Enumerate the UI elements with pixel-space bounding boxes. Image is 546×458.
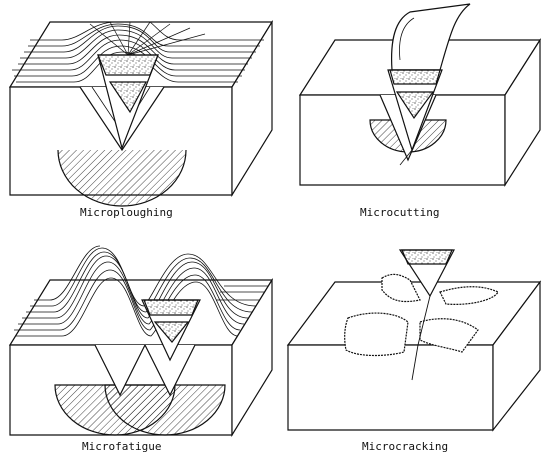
caption-microcutting: Microcutting [360, 206, 439, 219]
panel-microploughing [10, 22, 272, 206]
caption-microcracking: Microcracking [362, 440, 448, 453]
panel-microfatigue [10, 246, 272, 435]
caption-microploughing: Microploughing [80, 206, 173, 219]
block-top [10, 280, 272, 345]
deformation-zone [58, 150, 186, 205]
crack-fragment [345, 313, 408, 355]
panel-microcracking [288, 250, 540, 430]
block-front [288, 345, 493, 430]
panel-microcutting [300, 4, 540, 185]
caption-microfatigue: Microfatigue [82, 440, 161, 453]
